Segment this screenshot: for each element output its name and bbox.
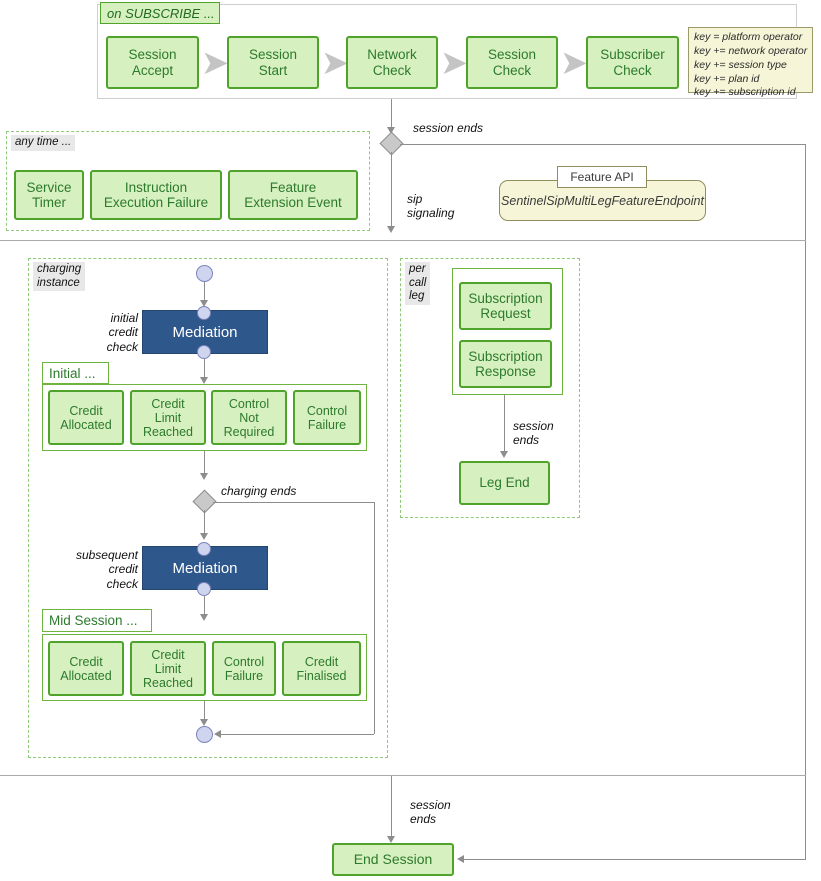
group-initial-outcomes-label-text: Initial ...	[49, 365, 96, 381]
node-end-session[interactable]: End Session	[332, 843, 454, 876]
edge-charging-ends-to-mediation-subsequent	[204, 510, 205, 535]
group-initial-outcomes-label: Initial ...	[42, 362, 109, 384]
edge-sip-signaling	[391, 152, 392, 228]
region-any-time-label: any time ...	[11, 135, 76, 151]
right-rail-vertical	[805, 144, 806, 860]
edge-subscribe-to-decision-arrowhead	[387, 127, 395, 134]
node-session-check[interactable]: Session Check	[466, 36, 558, 89]
node-session-start[interactable]: Session Start	[227, 36, 319, 89]
chevron-arrow-4: ➤	[559, 44, 589, 82]
edge-charging-ends-loop-bottom	[220, 734, 374, 735]
edge-start-to-mediation-initial	[204, 282, 205, 304]
node-session-accept[interactable]: Session Accept	[106, 36, 199, 89]
edge-mediation-subsequent-to-midsession-group-arrowhead	[200, 614, 208, 621]
mediation-initial-port-in	[197, 306, 211, 320]
region-on-subscribe-label: on SUBSCRIBE ...	[100, 2, 220, 24]
edge-charging-ends-to-mediation-subsequent-arrowhead	[200, 533, 208, 540]
label-initial-credit-check: initial credit check	[106, 311, 138, 354]
node-instruction-execution-failure[interactable]: Instruction Execution Failure	[90, 170, 222, 220]
edge-right-rail-to-end-session	[464, 859, 806, 860]
edge-label-session-ends-leg: session ends	[513, 419, 554, 448]
region-any-time	[6, 131, 370, 231]
edge-mediation-initial-to-initial-group-arrowhead	[200, 377, 208, 384]
swimlane-separator-top	[0, 240, 806, 241]
mediation-subsequent-port-out	[197, 582, 211, 596]
node-leg-end[interactable]: Leg End	[459, 461, 550, 505]
node-mediation-subsequent[interactable]: Mediation	[142, 546, 268, 590]
edge-charging-ends-loop-right	[374, 502, 375, 734]
node-initial-control-failure[interactable]: Control Failure	[293, 390, 361, 445]
edge-subscription-to-leg-end-arrowhead	[500, 451, 508, 458]
node-service-timer[interactable]: Service Timer	[14, 170, 84, 220]
edge-initial-group-to-charging-ends	[204, 451, 205, 475]
edge-initial-group-to-charging-ends-arrowhead	[200, 473, 208, 480]
feature-api-tab: Feature API	[557, 166, 647, 188]
edge-charging-ends-loop-arrowhead	[214, 730, 221, 738]
edge-label-session-ends-bottom: session ends	[410, 798, 451, 827]
label-subsequent-credit-check: subsequent credit check	[75, 548, 138, 591]
node-mid-control-failure[interactable]: Control Failure	[212, 641, 276, 696]
node-network-check[interactable]: Network Check	[346, 36, 438, 89]
node-subscriber-check[interactable]: Subscriber Check	[586, 36, 679, 89]
region-charging-instance-label: charging instance	[33, 262, 86, 292]
edge-label-charging-ends: charging ends	[221, 484, 297, 498]
edge-start-to-mediation-initial-arrowhead	[200, 300, 208, 307]
region-per-call-leg	[400, 258, 580, 518]
chevron-arrow-2: ➤	[320, 44, 350, 82]
charging-start-state	[196, 265, 213, 282]
edge-label-sip-signaling: sip signaling	[407, 192, 455, 221]
edge-label-session-ends-top: session ends	[413, 121, 484, 135]
mediation-subsequent-port-in	[197, 542, 211, 556]
node-subscription-request[interactable]: Subscription Request	[459, 282, 552, 330]
edge-right-rail-to-end-session-arrowhead	[457, 855, 464, 863]
region-per-call-leg-label: per call leg	[405, 262, 431, 305]
group-midsession-outcomes-label-text: Mid Session ...	[49, 613, 138, 628]
mediation-initial-port-out	[197, 345, 211, 359]
node-initial-credit-limit-reached[interactable]: Credit Limit Reached	[130, 390, 206, 445]
edge-midsession-group-to-end-state-arrowhead	[200, 719, 208, 726]
edge-mediation-subsequent-to-midsession-group	[204, 596, 205, 618]
swimlane-separator-bottom	[0, 775, 806, 776]
node-initial-control-not-required[interactable]: Control Not Required	[211, 390, 287, 445]
region-on-subscribe-label-text: on SUBSCRIBE ...	[107, 5, 215, 21]
edge-sip-signaling-arrowhead	[387, 226, 395, 233]
node-subscription-response[interactable]: Subscription Response	[459, 340, 552, 388]
key-note: key = platform operator key += network o…	[688, 27, 813, 98]
node-mid-credit-finalised[interactable]: Credit Finalised	[282, 641, 361, 696]
edge-mediation-initial-to-initial-group	[204, 359, 205, 381]
edge-bottom-session-ends	[391, 776, 392, 838]
edge-bottom-session-ends-arrowhead	[387, 836, 395, 843]
chevron-arrow-1: ➤	[200, 44, 230, 82]
node-mid-credit-limit-reached[interactable]: Credit Limit Reached	[130, 641, 206, 696]
node-feature-extension-event[interactable]: Feature Extension Event	[228, 170, 358, 220]
edge-session-ends-to-right-rail	[400, 144, 806, 145]
edge-charging-ends-loop-top	[213, 502, 374, 503]
node-mediation-initial[interactable]: Mediation	[142, 310, 268, 354]
node-mid-credit-allocated[interactable]: Credit Allocated	[48, 641, 124, 696]
region-charging-instance	[28, 258, 388, 758]
edge-subscribe-to-decision	[391, 99, 392, 131]
charging-end-state	[196, 726, 213, 743]
edge-subscription-to-leg-end	[504, 395, 505, 453]
node-initial-credit-allocated[interactable]: Credit Allocated	[48, 390, 124, 445]
edge-midsession-group-to-end-state	[204, 701, 205, 723]
chevron-arrow-3: ➤	[439, 44, 469, 82]
group-midsession-outcomes-label: Mid Session ...	[42, 609, 152, 632]
